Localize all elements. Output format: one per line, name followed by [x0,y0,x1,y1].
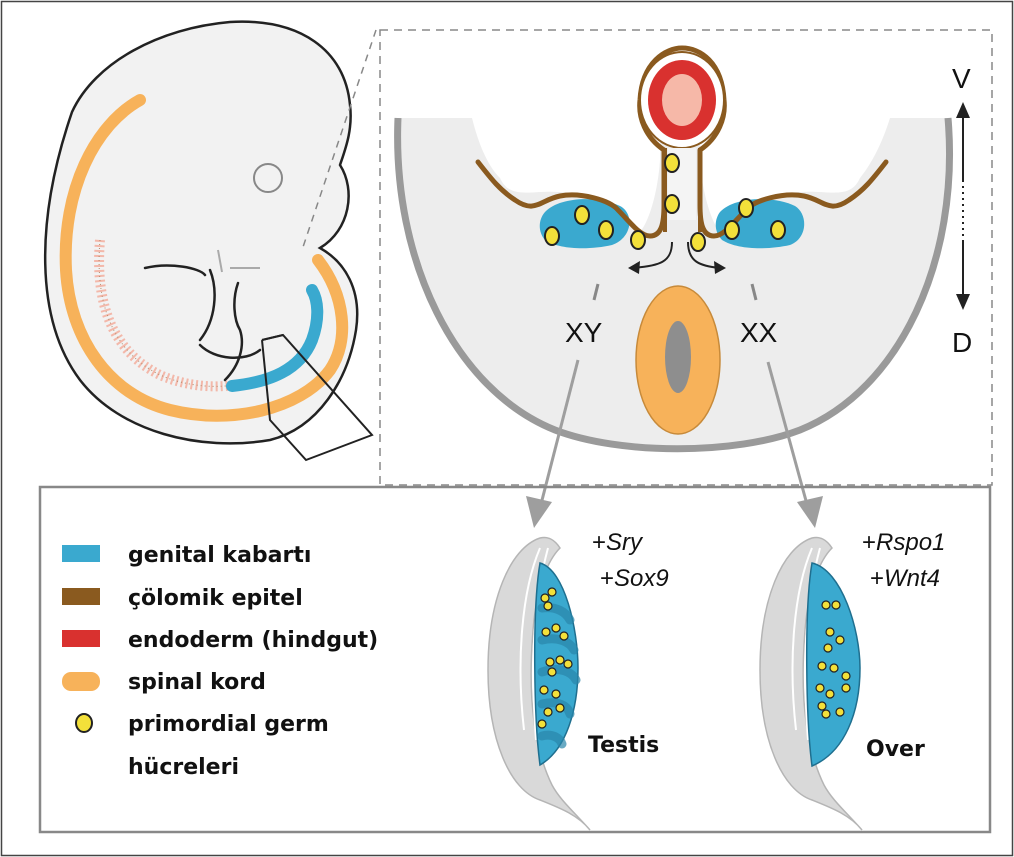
germ-cell [818,662,826,670]
germ-cell [836,708,844,716]
germ-cell [665,154,679,172]
germ-cell [599,221,613,239]
testis-gene-1: +Sry [592,529,644,556]
germ-cell [691,233,705,251]
legend-label-genital: genital kabartı [128,543,311,568]
xy-label: XY [565,317,603,348]
legend-swatch-coelomic [62,588,100,605]
germ-cell [556,656,564,664]
germ-cell [842,672,850,680]
testis-gene-2: +Sox9 [600,565,669,592]
axis-arrow-up [956,102,970,118]
germ-cell [739,199,753,217]
germ-cell [552,624,560,632]
germ-cell [545,227,559,245]
germ-cell [560,632,568,640]
cross-section: XY XX V D [398,48,973,528]
germ-cell [842,684,850,692]
legend-label-germ: primordial germ [128,712,329,737]
germ-cell [542,628,550,636]
germ-cell [575,206,589,224]
legend-label-germ-2: hücreleri [128,755,239,780]
legend-icon-germ [76,714,92,732]
germ-cell [544,708,552,716]
ovary-gene-1: +Rspo1 [862,529,945,556]
germ-cell [822,601,830,609]
legend-swatch-spinal [62,672,100,691]
axis-arrow-down [956,294,970,310]
ventral-label: V [952,63,971,94]
xx-label: XX [740,317,778,348]
germ-cell [541,594,549,602]
germ-cell [822,710,830,718]
ovary-illustration [760,537,862,830]
testis-label: Testis [588,733,659,758]
germ-cell [836,636,844,644]
germ-cell [816,684,824,692]
legend-label-endoderm: endoderm (hindgut) [128,628,378,653]
xx-arrowhead [797,496,823,528]
testis-illustration [488,537,590,830]
embryo-body [45,22,357,444]
germ-cell [552,690,560,698]
germ-cell [538,720,546,728]
germ-cell [631,231,645,249]
xy-arrowhead [526,496,552,528]
germ-cell [548,668,556,676]
legend-label-coelomic: çölomik epitel [128,586,303,611]
germ-cell [818,702,826,710]
germ-cell [771,221,785,239]
germ-cell [824,644,832,652]
ovary-label: Over [866,737,925,762]
dorsal-label: D [952,327,972,358]
legend-swatch-endoderm [62,630,100,647]
legend-label-spinal: spinal kord [128,670,266,695]
legend: genital kabartı çölomik epitel endoderm … [62,543,378,780]
spinal-canal [665,321,691,393]
germ-cell [830,664,838,672]
hindgut-lumen [662,74,702,126]
germ-cell [544,602,552,610]
germ-cell [546,658,554,666]
germ-cell [826,628,834,636]
germ-cell [548,588,556,596]
germ-cell [826,690,834,698]
legend-swatch-genital [62,545,100,562]
germ-cell [725,221,739,239]
germ-cell [832,601,840,609]
germ-cell [540,686,548,694]
germ-cell [564,660,572,668]
germ-cell [556,704,564,712]
germ-cell [665,195,679,213]
ovary-gene-2: +Wnt4 [870,565,940,592]
embryo-illustration [45,22,376,460]
